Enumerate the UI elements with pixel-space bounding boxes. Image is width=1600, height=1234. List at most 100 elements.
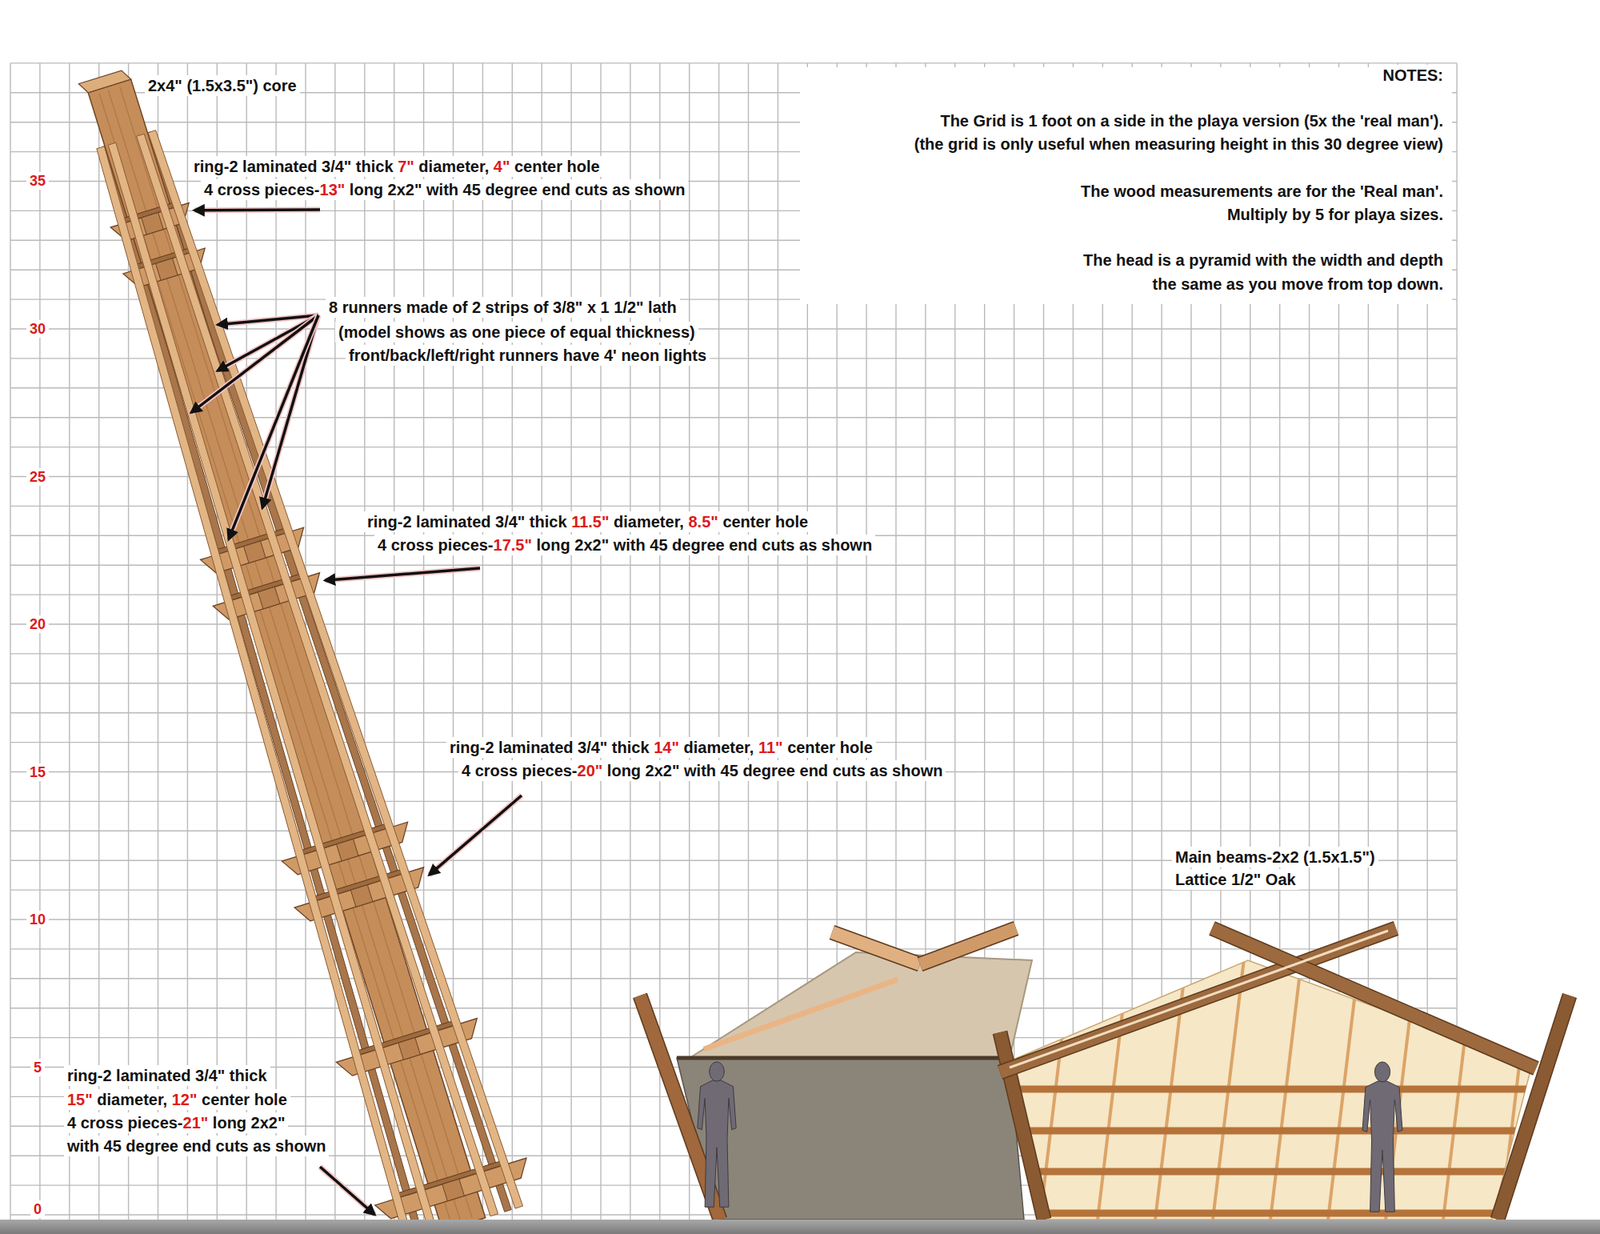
annotation-text: ring-2 laminated 3/4" thick — [67, 1066, 268, 1084]
note-text: (the grid is only useful when measuring … — [914, 135, 1444, 153]
note-line: (the grid is only useful when measuring … — [911, 133, 1447, 155]
leader-line — [228, 315, 319, 540]
annotation-text: 4 cross pieces- — [377, 536, 494, 554]
leader-line — [429, 795, 522, 875]
grid-line — [334, 63, 336, 1220]
grid-line — [688, 63, 690, 1220]
eave-line — [676, 1056, 1010, 1060]
rafter-edge — [1000, 928, 1396, 1072]
rafter — [1000, 928, 1396, 1072]
grid-line — [512, 63, 513, 1220]
note-line: The head is a pyramid with the width and… — [1080, 249, 1447, 271]
grid-line — [570, 63, 572, 1220]
grid-line — [541, 63, 543, 1220]
figure-body — [1362, 1080, 1403, 1212]
annotation-text: with 45 degree end cuts as shown — [67, 1136, 326, 1155]
dimension-value: 14" — [653, 738, 680, 756]
annotation-line: front/back/left/right runners have 4' ne… — [345, 344, 710, 366]
annotation-text: front/back/left/right runners have 4' ne… — [348, 346, 707, 364]
dimension-value: 11" — [758, 738, 784, 756]
note-text: The wood measurements are for the 'Real … — [1080, 182, 1444, 200]
lattice — [992, 952, 1552, 1220]
leader-halo — [320, 1166, 375, 1215]
annotation-text: long 2x2" with 45 degree end cuts as sho… — [349, 180, 686, 199]
back-runner — [143, 132, 512, 1212]
rafter-highlight — [1009, 930, 1388, 1068]
dimension-value: 17.5" — [493, 536, 532, 554]
core-top — [78, 70, 131, 93]
wood-grain — [108, 90, 461, 1221]
lattice-bar — [992, 1127, 1552, 1135]
leader-halo — [194, 207, 320, 214]
note-text: Multiply by 5 for playa sizes. — [1227, 205, 1444, 224]
lattice-bar — [992, 1085, 1552, 1093]
figure-head — [1374, 1061, 1390, 1082]
axis-number: 0 — [33, 1200, 42, 1217]
annotation-text: diameter, — [613, 512, 684, 531]
grid-line — [39, 63, 40, 1220]
cross-piece-end — [244, 540, 267, 564]
note-text: The Grid is 1 foot on a side in the play… — [940, 112, 1444, 130]
grid-line — [629, 63, 631, 1220]
annotation-line: 8 runners made of 2 strips of 3/8" x 1 1… — [325, 296, 680, 318]
dimension-value: 4" — [493, 157, 511, 176]
dimension-value: 13" — [320, 180, 346, 199]
note-text: the same as you move from top down. — [1152, 275, 1444, 293]
grid-line — [10, 328, 1457, 329]
notes-ground — [800, 67, 1452, 304]
annotation-text: 4 cross pieces- — [204, 180, 320, 199]
annotation-text: (model shows as one piece of equal thick… — [338, 323, 696, 341]
annotation-text: ring-2 laminated 3/4" thick — [449, 738, 650, 756]
annotation-text: Lattice 1/2" Oak — [1175, 870, 1296, 888]
rafter-edge — [1212, 928, 1536, 1068]
grid-line — [216, 63, 218, 1220]
axis-number: 25 — [29, 468, 46, 485]
annotation-text: center hole — [514, 157, 600, 176]
leader-line — [320, 1166, 375, 1215]
annotation-line: ring-2 laminated 3/4" thick7"diameter,4"… — [190, 156, 604, 177]
post-edge — [1497, 995, 1570, 1220]
cross-piece-end — [442, 1178, 465, 1201]
lattice-bar — [992, 1209, 1552, 1217]
ground — [0, 1219, 1600, 1234]
grid-line — [98, 63, 100, 1220]
annotation-line: ring-2 laminated 3/4" thick11.5"diameter… — [364, 511, 812, 532]
annotation-text: diameter, — [683, 738, 754, 756]
cross-piece-end — [141, 212, 164, 235]
annotation-text: long 2x2" with 45 degree end cuts as sho… — [607, 761, 944, 780]
dimension-value: 7" — [397, 157, 415, 176]
annotation-line: ring-2 laminated 3/4" thick — [64, 1064, 271, 1086]
axis-number: 20 — [29, 616, 46, 632]
note-line: NOTES: — [1379, 64, 1447, 86]
axis-number-line: 20 — [26, 615, 49, 633]
note-text: The head is a pyramid with the width and… — [1083, 251, 1444, 269]
annotation-line: ring-2 laminated 3/4" thick14"diameter,1… — [446, 736, 876, 758]
dimension-value: 20" — [577, 761, 604, 780]
post — [1497, 995, 1570, 1220]
leader-line — [262, 315, 319, 508]
axis-number-line: 5 — [30, 1058, 45, 1076]
leader-halo — [228, 315, 319, 540]
grid-line — [10, 623, 1457, 624]
grid-line — [10, 62, 1457, 64]
top-beam-edge — [920, 928, 1016, 964]
leader-halo — [325, 568, 480, 580]
axis-number-line: 25 — [26, 468, 49, 486]
note-text: NOTES: — [1382, 66, 1444, 84]
axis-number: 35 — [29, 172, 46, 189]
axis-number: 15 — [29, 764, 46, 780]
annotation-text: 8 runners made of 2 strips of 3/8" x 1 1… — [328, 298, 677, 316]
wall-panel — [676, 1057, 1024, 1220]
dimension-value: 8.5" — [688, 512, 718, 531]
roof-edge-beam — [704, 979, 898, 1049]
figure-body — [697, 1080, 736, 1207]
dimension-value: 21" — [183, 1113, 209, 1132]
grid-line — [600, 63, 601, 1220]
human-figure — [1362, 1061, 1403, 1212]
axis-number-line: 0 — [30, 1200, 45, 1218]
note-line: the same as you move from top down. — [1149, 273, 1447, 295]
annotation-line: 4 cross pieces-17.5"long 2x2" with 45 de… — [374, 534, 876, 556]
annotation-text: diameter, — [96, 1090, 168, 1108]
axis-number: 10 — [29, 911, 46, 928]
